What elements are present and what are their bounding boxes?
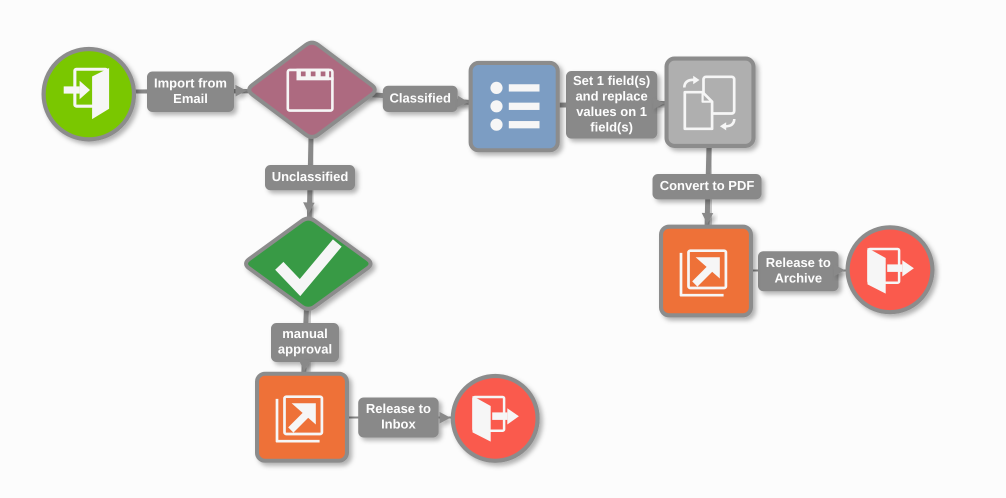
svg-text:Classified: Classified [389, 90, 450, 105]
svg-text:field(s): field(s) [590, 119, 633, 134]
svg-text:Convert to PDF: Convert to PDF [660, 178, 755, 193]
svg-text:Email: Email [173, 91, 208, 106]
svg-text:approval: approval [278, 342, 332, 357]
svg-text:Unclassified: Unclassified [272, 169, 349, 184]
svg-text:manual: manual [282, 326, 328, 341]
svg-text:and replace: and replace [575, 88, 647, 103]
svg-text:Release to: Release to [766, 255, 831, 270]
svg-text:Inbox: Inbox [381, 417, 416, 432]
svg-text:Release to: Release to [366, 401, 431, 416]
svg-text:values on 1: values on 1 [576, 104, 647, 119]
svg-text:Archive: Archive [774, 270, 822, 285]
svg-text:Set 1 field(s): Set 1 field(s) [573, 73, 650, 88]
svg-text:Import from: Import from [154, 75, 227, 90]
